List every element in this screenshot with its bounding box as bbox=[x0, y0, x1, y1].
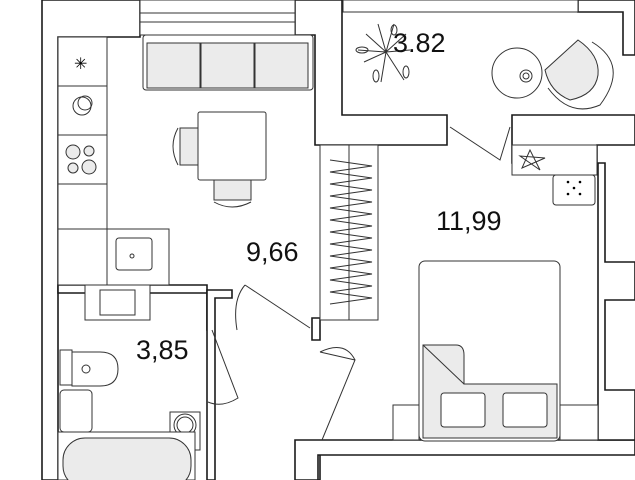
room-area-kitchen-living: 9,66 bbox=[246, 237, 299, 267]
doors bbox=[207, 126, 511, 441]
balcony-furniture bbox=[355, 23, 614, 110]
bedroom-shelf bbox=[511, 144, 598, 206]
window-top-kitchen bbox=[139, 0, 296, 36]
room-area-balcony: 3.82 bbox=[393, 28, 446, 58]
room-area-bathroom: 3,85 bbox=[136, 335, 189, 365]
wardrobe bbox=[319, 144, 379, 321]
walls bbox=[41, 0, 635, 480]
kitchen-sink bbox=[106, 228, 170, 286]
window-top-balcony bbox=[342, 0, 579, 13]
bathroom-fixtures bbox=[57, 284, 201, 480]
bed bbox=[392, 260, 599, 442]
fridge-icon: ✳ bbox=[74, 54, 87, 73]
room-area-bedroom: 11,99 bbox=[436, 206, 502, 236]
kitchen-counter: ✳ bbox=[57, 36, 108, 286]
sofa bbox=[142, 34, 314, 91]
dining-table bbox=[172, 111, 267, 208]
